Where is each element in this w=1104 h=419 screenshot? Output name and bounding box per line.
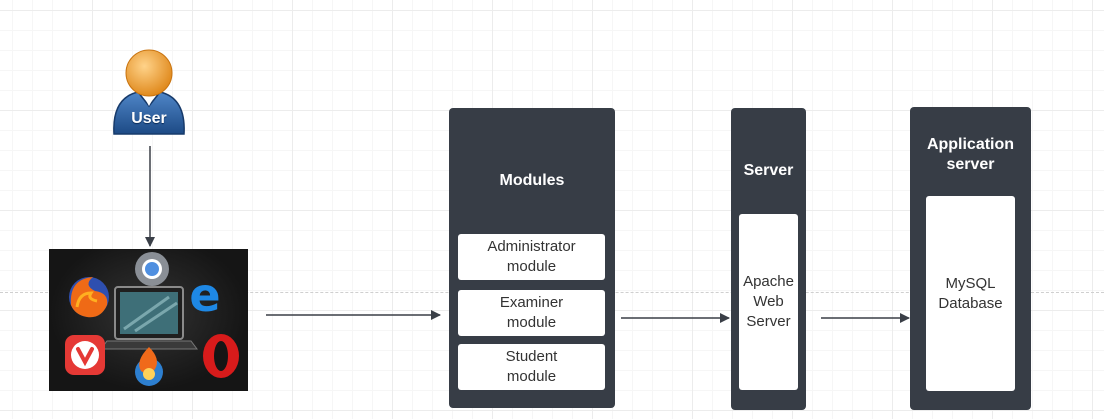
user-icon	[113, 49, 185, 135]
laptop-icon	[100, 286, 198, 350]
svg-text:e: e	[189, 268, 220, 322]
opera-icon	[203, 334, 239, 378]
examiner-module-label: Examiner module	[499, 294, 564, 331]
modules-title: Modules	[499, 172, 565, 189]
student-module-label: Student module	[505, 348, 558, 385]
firefox-icon	[69, 277, 109, 318]
server-title: Server	[743, 162, 794, 179]
server-container[interactable]: Server Apache Web Server	[731, 108, 806, 410]
browser-flame-icon	[135, 347, 163, 386]
chrome-icon	[135, 252, 169, 286]
apache-web-server-label: Apache Web Server	[743, 273, 794, 330]
user-node[interactable]: User	[108, 48, 190, 140]
user-label: User	[131, 110, 167, 127]
browsers-image: e	[49, 249, 248, 391]
application-server-title: Application server	[926, 136, 1015, 173]
vivaldi-icon	[65, 335, 105, 375]
mysql-database-box[interactable]: MySQL Database	[926, 196, 1015, 391]
apache-web-server-box[interactable]: Apache Web Server	[739, 214, 798, 390]
administrator-module-box[interactable]: Administrator module	[458, 234, 605, 280]
examiner-module-box[interactable]: Examiner module	[458, 290, 605, 336]
mysql-database-label: MySQL Database	[938, 274, 1003, 312]
administrator-module-label: Administrator module	[487, 238, 576, 275]
student-module-box[interactable]: Student module	[458, 344, 605, 390]
edge-icon: e	[189, 268, 220, 322]
application-server-container[interactable]: Application server MySQL Database	[910, 107, 1031, 410]
modules-container[interactable]: Modules Administrator module Examiner mo…	[449, 108, 615, 408]
